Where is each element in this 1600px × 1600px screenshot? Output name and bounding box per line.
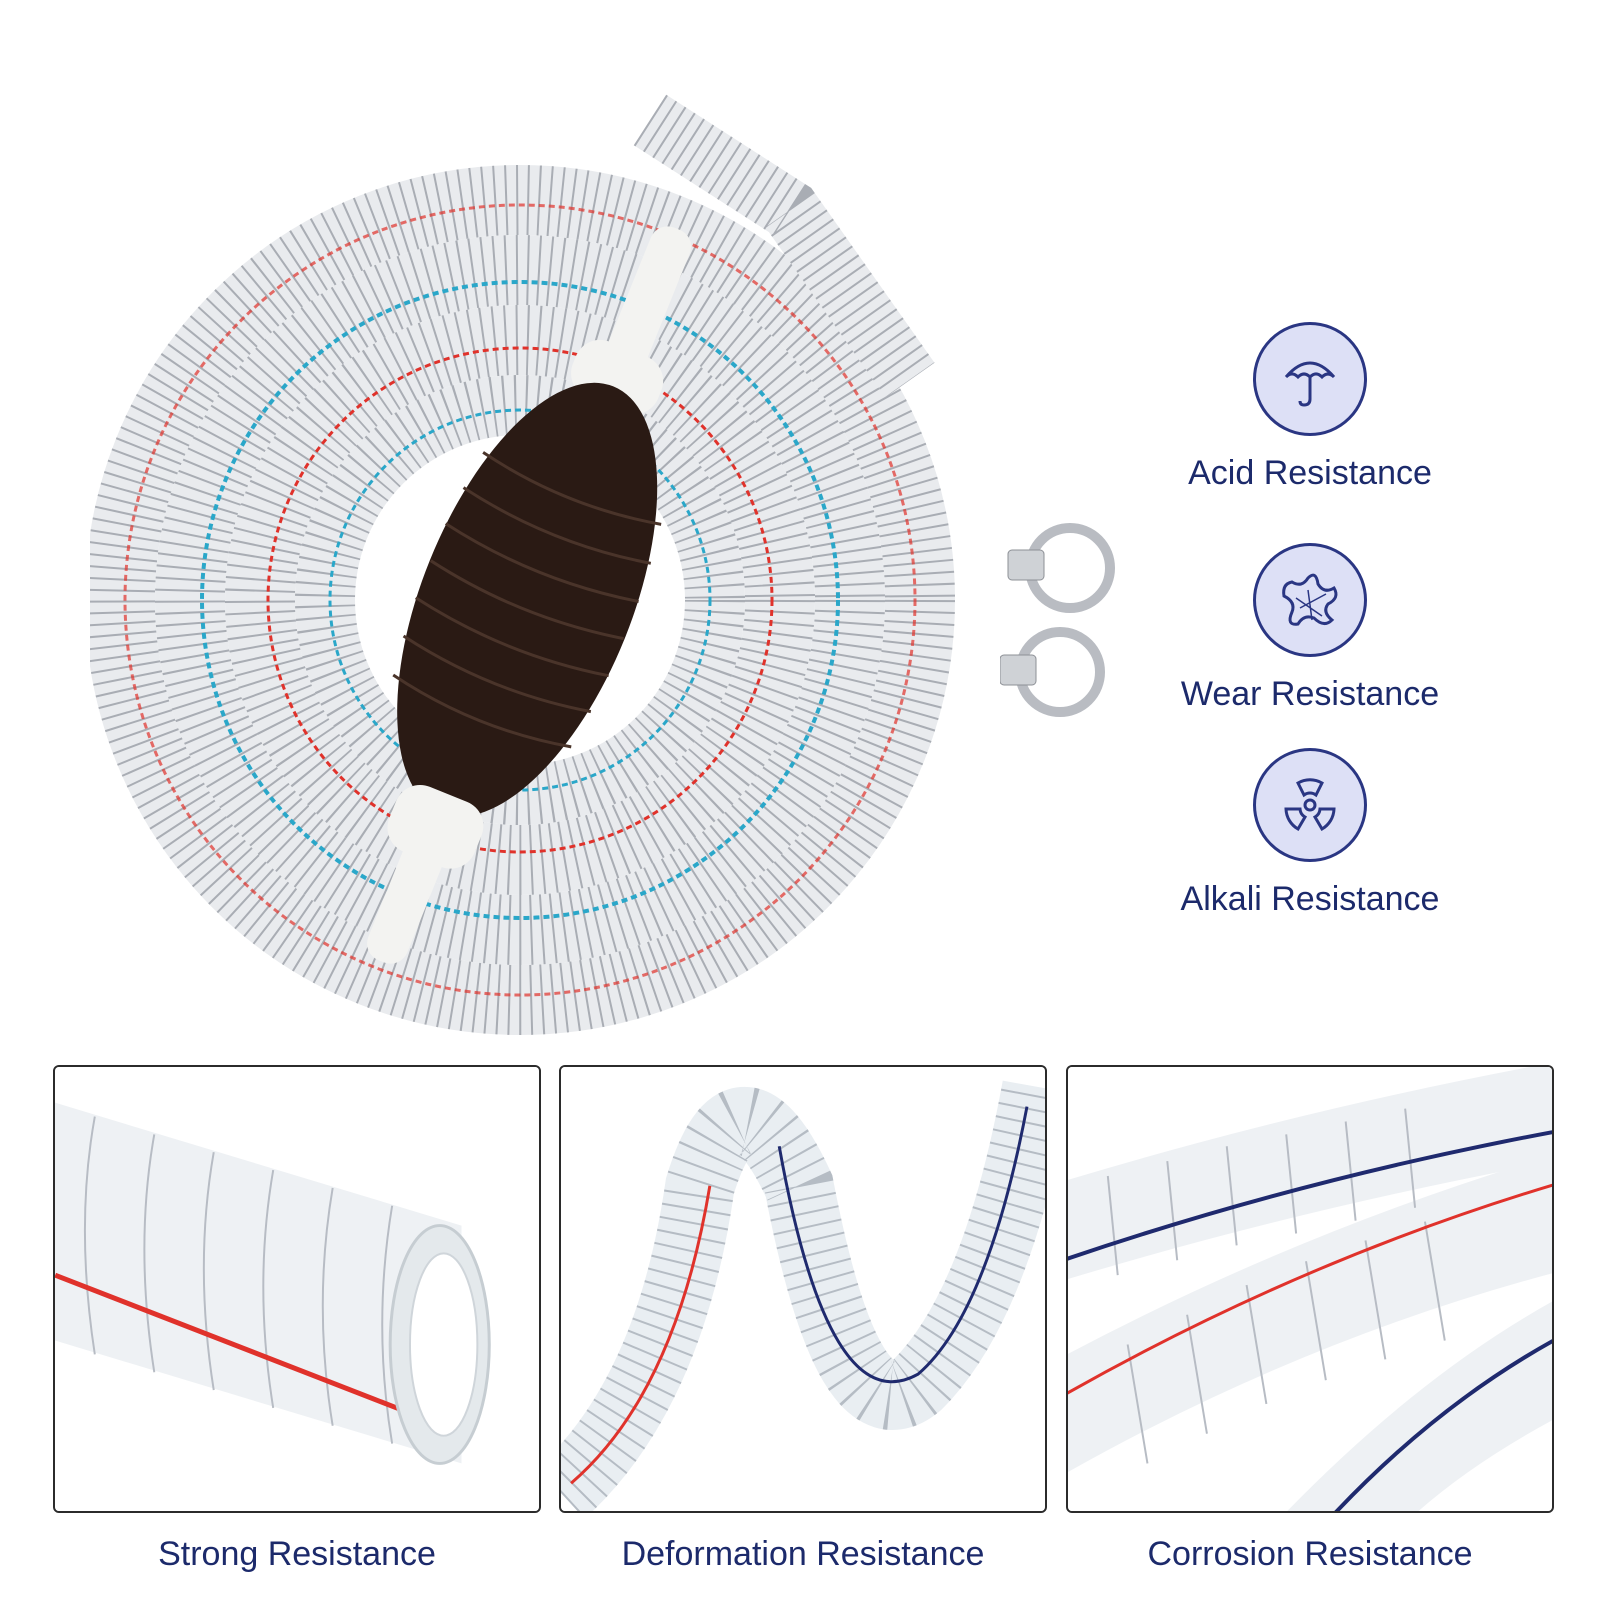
coiled-hose-with-pump-image: [85, 80, 990, 1040]
umbrella-icon: [1253, 322, 1367, 436]
feature-wear-resistance: Wear Resistance: [1140, 543, 1480, 714]
feature-acid-resistance: Acid Resistance: [1140, 322, 1480, 493]
hose-coils-closeup-image: [1066, 1065, 1554, 1513]
hose-bend-image: [559, 1065, 1047, 1513]
hose-clamps-image: [999, 520, 1120, 730]
hose-closeup-end-image: [53, 1065, 541, 1513]
feature-label: Alkali Resistance: [1180, 880, 1440, 918]
panel-caption: Corrosion Resistance: [1147, 1535, 1473, 1573]
feature-alkali-resistance: Alkali Resistance: [1140, 748, 1480, 919]
feature-label: Wear Resistance: [1180, 675, 1440, 713]
panel-caption: Deformation Resistance: [621, 1535, 985, 1573]
splash-net-icon: [1253, 543, 1367, 657]
radiation-icon: [1253, 748, 1367, 862]
panel-caption: Strong Resistance: [158, 1535, 436, 1573]
feature-label: Acid Resistance: [1188, 454, 1432, 492]
